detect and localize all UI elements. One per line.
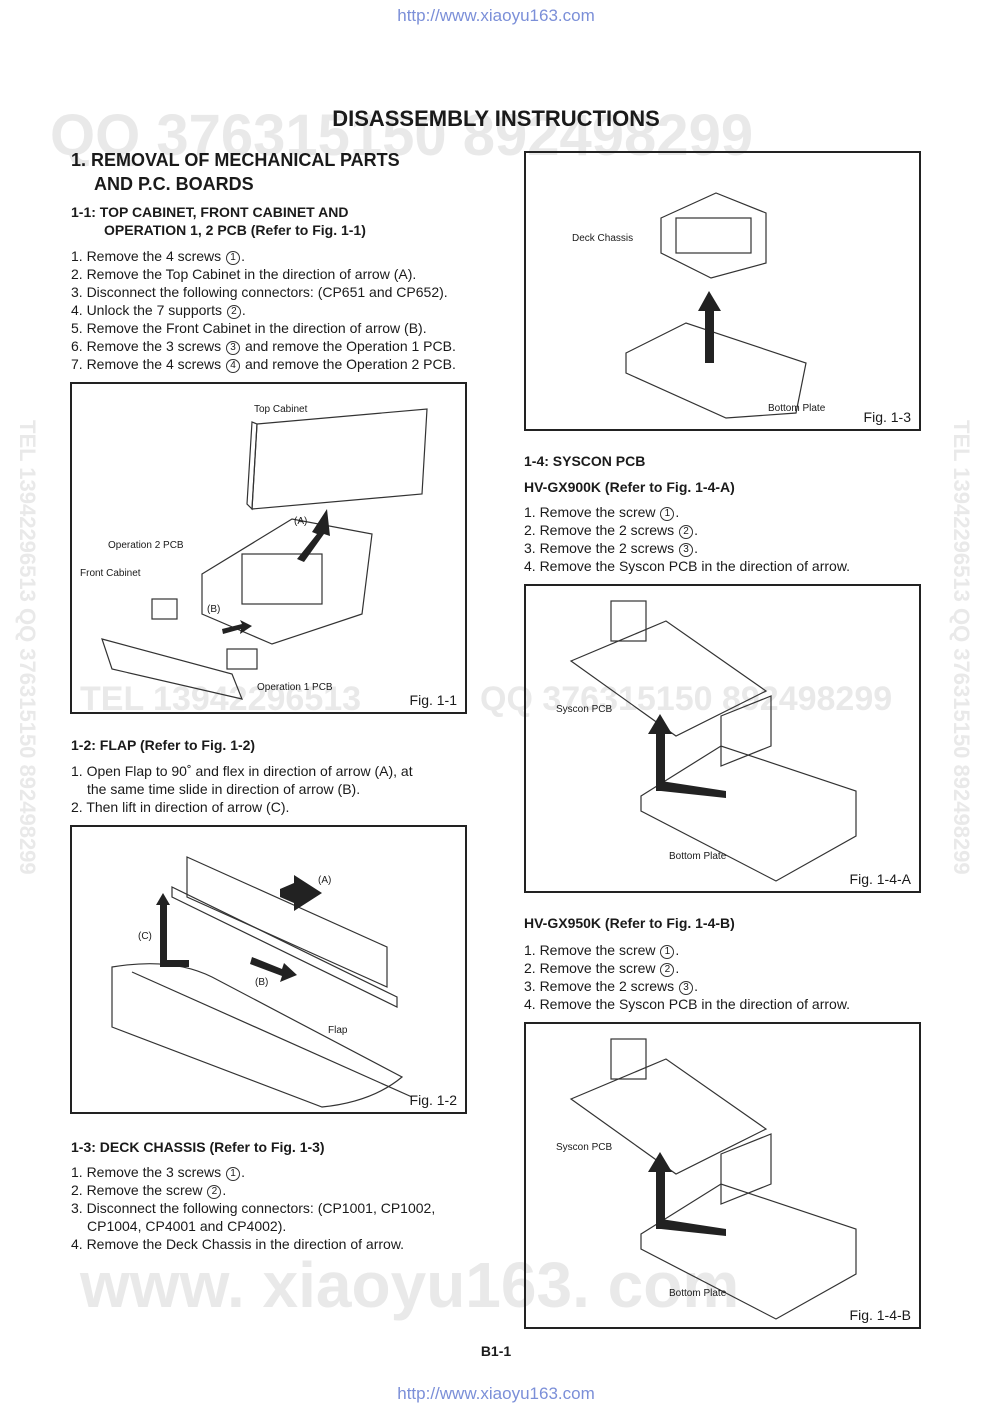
- page-title: DISASSEMBLY INSTRUCTIONS: [332, 106, 660, 131]
- watermark-side-right: TEL 13942296513 QQ 376315150 892498299: [949, 420, 974, 875]
- label-flap-arrow-a: (A): [318, 875, 332, 886]
- s13-step-1: 1. Remove the 3 screws 1.: [71, 1164, 245, 1181]
- label-bottom-plate-1-3: Bottom Plate: [768, 403, 826, 414]
- s11-step-4: 4. Unlock the 7 supports 2.: [71, 302, 246, 319]
- s14b-step-1: 1. Remove the screw 1.: [524, 942, 680, 959]
- circled-number: 2: [207, 1185, 222, 1199]
- page-number: B1-1: [480, 1343, 512, 1359]
- s14a-step-2: 2. Remove the 2 screws 2.: [524, 522, 698, 539]
- figure-1-2: (A) (C) (B) Flap Fig. 1-2: [70, 825, 467, 1114]
- circled-number: 2: [679, 525, 694, 539]
- s12-step-2: 2. Then lift in direction of arrow (C).: [71, 799, 290, 815]
- s11-step-5: 5. Remove the Front Cabinet in the direc…: [71, 320, 427, 336]
- s14-sub-a: HV-GX900K (Refer to Fig. 1-4-A): [524, 479, 735, 495]
- label-bottom-plate-b: Bottom Plate: [669, 1288, 727, 1299]
- s13-step-4: 4. Remove the Deck Chassis in the direct…: [71, 1236, 405, 1252]
- label-deck-chassis: Deck Chassis: [572, 233, 634, 244]
- s11-heading-line1: 1-1: TOP CABINET, FRONT CABINET AND: [71, 204, 349, 220]
- s14-steps-a: 1. Remove the screw 1. 2. Remove the 2 s…: [524, 503, 850, 575]
- label-arrow-a: (A): [294, 516, 308, 527]
- figure-1-3-caption: Fig. 1-3: [863, 409, 911, 425]
- label-operation-2-pcb: Operation 2 PCB: [108, 540, 184, 551]
- label-top-cabinet: Top Cabinet: [254, 404, 308, 415]
- s14-heading: 1-4: SYSCON PCB: [524, 453, 646, 469]
- s13-step-2: 2. Remove the screw 2.: [71, 1182, 227, 1199]
- s11-step-1: 1. Remove the 4 screws 1.: [71, 248, 245, 265]
- circled-number: 2: [660, 963, 675, 977]
- s14a-step-3: 3. Remove the 2 screws 3.: [524, 540, 698, 557]
- section-heading-line1: 1. REMOVAL OF MECHANICAL PARTS: [71, 150, 400, 170]
- s11-step-7: 7. Remove the 4 screws 4 and remove the …: [71, 356, 456, 373]
- s11-step-2: 2. Remove the Top Cabinet in the directi…: [71, 266, 417, 282]
- figure-1-4-a-drawing: [569, 600, 857, 882]
- circled-number: 1: [226, 1167, 241, 1181]
- watermark-tel: TEL 13942296513: [80, 680, 362, 718]
- circled-number: 2: [226, 305, 241, 319]
- label-syscon-pcb-b: Syscon PCB: [556, 1142, 613, 1153]
- s14-steps-b: 1. Remove the screw 1. 2. Remove the scr…: [524, 941, 850, 1013]
- s12-heading: 1-2: FLAP (Refer to Fig. 1-2): [71, 737, 256, 753]
- label-bottom-plate-a: Bottom Plate: [669, 851, 727, 862]
- figure-1-1-drawing: [101, 408, 428, 700]
- figure-1-4-a-caption: Fig. 1-4-A: [849, 871, 911, 887]
- label-flap-arrow-b: (B): [255, 977, 269, 988]
- s12-step-1a: 1. Open Flap to 90˚ and flex in directio…: [71, 763, 413, 779]
- label-flap-arrow-c: (C): [138, 931, 152, 942]
- header-url[interactable]: http://www.xiaoyu163.com: [397, 6, 595, 25]
- footer-url[interactable]: http://www.xiaoyu163.com: [397, 1384, 595, 1403]
- watermark-qq-top: QQ 376315150 892498299: [50, 103, 754, 168]
- s14b-step-3: 3. Remove the 2 screws 3.: [524, 978, 698, 995]
- figure-1-3-drawing: [625, 192, 807, 419]
- figure-1-3: Deck Chassis Bottom Plate Fig. 1-3: [524, 151, 921, 431]
- s13-heading: 1-3: DECK CHASSIS (Refer to Fig. 1-3): [71, 1139, 325, 1155]
- watermark-side-left: TEL 13942296513 QQ 376315150 892498299: [15, 420, 40, 875]
- circled-number: 3: [226, 341, 241, 355]
- figure-1-4-b-drawing: [569, 1038, 857, 1320]
- s14-sub-b: HV-GX950K (Refer to Fig. 1-4-B): [524, 915, 735, 931]
- figure-1-2-caption: Fig. 1-2: [409, 1092, 457, 1108]
- watermark-www: www. xiaoyu163. com: [80, 1249, 740, 1321]
- s13-steps: 1. Remove the 3 screws 1. 2. Remove the …: [71, 1163, 435, 1253]
- figure-1-4-a: Syscon PCB Bottom Plate Fig. 1-4-A: [524, 584, 921, 893]
- s11-steps: 1. Remove the 4 screws 1. 2. Remove the …: [71, 247, 456, 373]
- figure-1-4-b-caption: Fig. 1-4-B: [849, 1307, 911, 1323]
- label-arrow-b: (B): [207, 604, 221, 615]
- watermark-qq-mid: QQ 376315150 892498299: [480, 680, 893, 718]
- label-syscon-pcb-a: Syscon PCB: [556, 704, 613, 715]
- s14a-step-4: 4. Remove the Syscon PCB in the directio…: [524, 558, 851, 574]
- circled-number: 3: [679, 981, 694, 995]
- figure-1-2-drawing: [111, 856, 413, 1108]
- s11-step-6: 6. Remove the 3 screws 3 and remove the …: [71, 338, 456, 355]
- label-front-cabinet: Front Cabinet: [80, 568, 141, 579]
- circled-number: 4: [226, 359, 241, 373]
- s14b-step-2: 2. Remove the screw 2.: [524, 960, 680, 977]
- s13-step-3b: CP1004, CP4001 and CP4002).: [87, 1218, 287, 1234]
- label-flap: Flap: [328, 1025, 348, 1036]
- circled-number: 1: [660, 507, 675, 521]
- label-operation-1-pcb: Operation 1 PCB: [257, 682, 333, 693]
- s12-steps: 1. Open Flap to 90˚ and flex in directio…: [71, 762, 413, 816]
- figure-1-4-b: Syscon PCB Bottom Plate Fig. 1-4-B: [524, 1022, 921, 1329]
- figure-1-1: Top Cabinet (A) Operation 2 PCB Front Ca…: [70, 382, 467, 714]
- s14b-step-4: 4. Remove the Syscon PCB in the directio…: [524, 996, 851, 1012]
- circled-number: 1: [226, 251, 241, 265]
- figure-1-1-caption: Fig. 1-1: [409, 692, 457, 708]
- s11-step-3: 3. Disconnect the following connectors: …: [71, 284, 448, 300]
- circled-number: 1: [660, 945, 675, 959]
- s11-heading-line2: OPERATION 1, 2 PCB (Refer to Fig. 1-1): [104, 222, 366, 238]
- circled-number: 3: [679, 543, 694, 557]
- section-heading-line2: AND P.C. BOARDS: [94, 174, 254, 194]
- s12-step-1b: the same time slide in direction of arro…: [87, 781, 361, 797]
- s13-step-3a: 3. Disconnect the following connectors: …: [71, 1200, 436, 1216]
- s14a-step-1: 1. Remove the screw 1.: [524, 504, 680, 521]
